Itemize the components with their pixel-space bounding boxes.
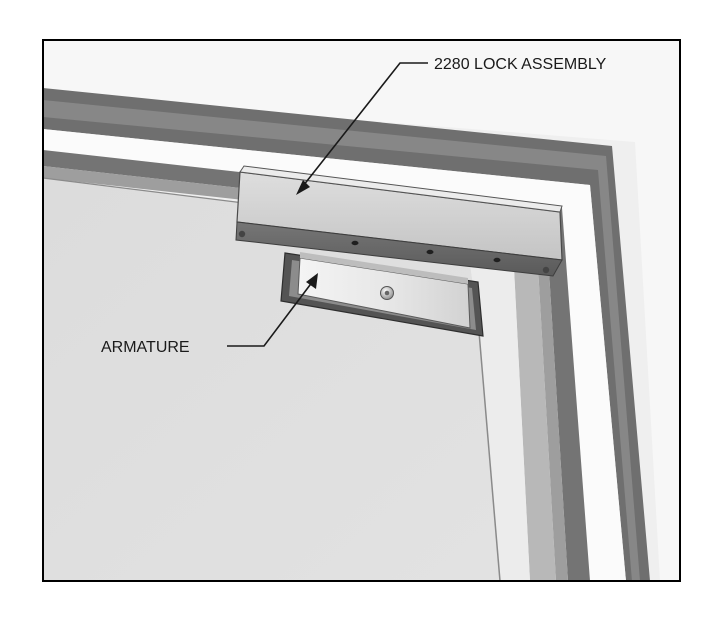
frame-stop-face — [514, 232, 556, 581]
lock-assembly-callout: 2280 LOCK ASSEMBLY — [296, 56, 607, 195]
mounting-hole-right — [542, 266, 550, 274]
door-edge-line — [477, 319, 501, 582]
figure-border — [42, 39, 681, 582]
bottom-hole-3 — [493, 257, 501, 263]
lock-assembly-label: 2280 LOCK ASSEMBLY — [434, 56, 607, 73]
bottom-hole-2 — [426, 249, 434, 255]
armature-plate-top — [300, 252, 468, 284]
wall-surface — [43, 40, 680, 581]
armature-callout: ARMATURE — [101, 273, 318, 356]
lock-assembly — [235, 165, 563, 277]
armature-leader-line — [227, 280, 314, 347]
armature-arrowhead — [306, 273, 318, 289]
lock-assembly-leader-line — [302, 62, 428, 187]
armature-screw-slot — [384, 290, 390, 296]
lock-assembly-arrowhead — [296, 180, 310, 195]
armature-label: ARMATURE — [101, 339, 190, 356]
bottom-hole-1 — [351, 240, 359, 246]
illustration-frame: 2280 LOCK ASSEMBLY ARMATURE — [42, 40, 680, 582]
lock-assembly-top — [239, 165, 563, 213]
lock-assembly-bottom — [235, 221, 563, 277]
armature — [280, 252, 484, 337]
mounting-hole-left — [238, 230, 246, 238]
door-edge — [468, 250, 530, 581]
